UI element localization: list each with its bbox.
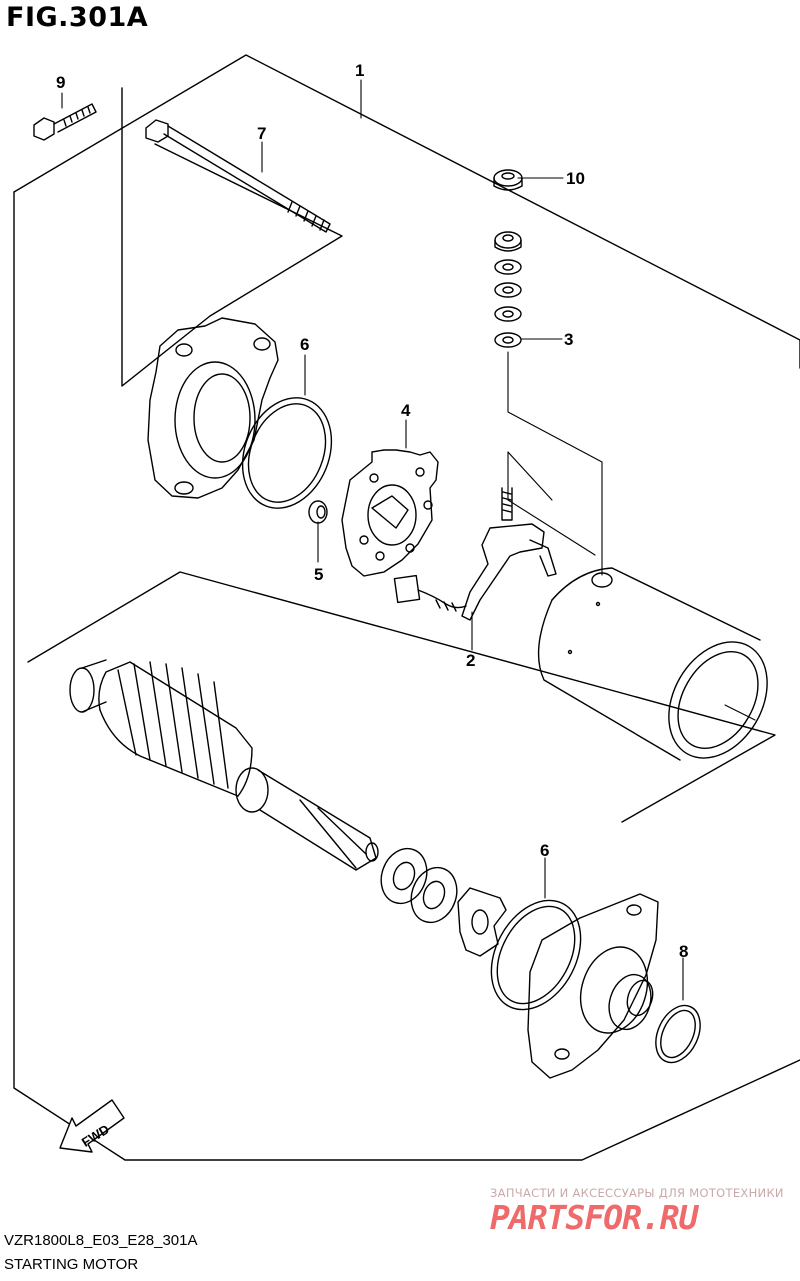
o-ring-part-8 bbox=[655, 1004, 701, 1064]
part-label-3: 3 bbox=[564, 330, 573, 349]
part-label-6-lower: 6 bbox=[540, 841, 549, 860]
part-label-2: 2 bbox=[466, 651, 475, 670]
washer-stack-part-3 bbox=[494, 231, 522, 348]
diagram-caption: STARTING MOTOR bbox=[4, 1256, 139, 1273]
lock-plate bbox=[457, 887, 507, 957]
terminal-brush-holder-part-2 bbox=[393, 487, 557, 621]
fwd-arrow-icon: FWD bbox=[59, 1099, 125, 1153]
rear-bracket bbox=[147, 317, 279, 499]
part-label-10: 10 bbox=[566, 169, 585, 188]
brush-plate-part-4 bbox=[341, 449, 439, 577]
through-bolt-part-7 bbox=[145, 119, 331, 233]
assembly-frame-top bbox=[13, 54, 800, 341]
part-label-4: 4 bbox=[401, 401, 411, 420]
figure-title: FIG.301A bbox=[6, 2, 149, 33]
o-ring-part-6-lower bbox=[490, 899, 582, 1011]
shim-washers bbox=[380, 847, 458, 924]
front-bracket bbox=[527, 893, 659, 1079]
diagram-code: VZR1800L8_E03_E28_301A bbox=[4, 1232, 198, 1249]
part-label-9: 9 bbox=[56, 73, 65, 92]
watermark-logo: PARTSFOR.RU bbox=[490, 1198, 699, 1237]
bearing-part-5 bbox=[308, 500, 328, 524]
brush-group-outline bbox=[121, 87, 343, 387]
part-label-8: 8 bbox=[679, 942, 688, 961]
part-label-6-upper: 6 bbox=[300, 335, 309, 354]
part-label-1: 1 bbox=[355, 61, 364, 80]
nut-part-10 bbox=[493, 169, 523, 191]
bolt-part-9 bbox=[33, 103, 97, 141]
part-label-5: 5 bbox=[314, 565, 323, 584]
assembly-frame-upper bbox=[13, 191, 800, 1161]
part-label-7: 7 bbox=[257, 124, 266, 143]
armature bbox=[69, 659, 379, 871]
leader-lines bbox=[61, 79, 756, 1001]
yoke-housing bbox=[537, 567, 768, 761]
o-ring-part-6-upper bbox=[241, 397, 333, 509]
armature-group-outline bbox=[27, 571, 776, 823]
watermark-tagline: ЗАПЧАСТИ И АКСЕССУАРЫ ДЛЯ МОТОТЕХНИКИ bbox=[490, 1186, 784, 1200]
